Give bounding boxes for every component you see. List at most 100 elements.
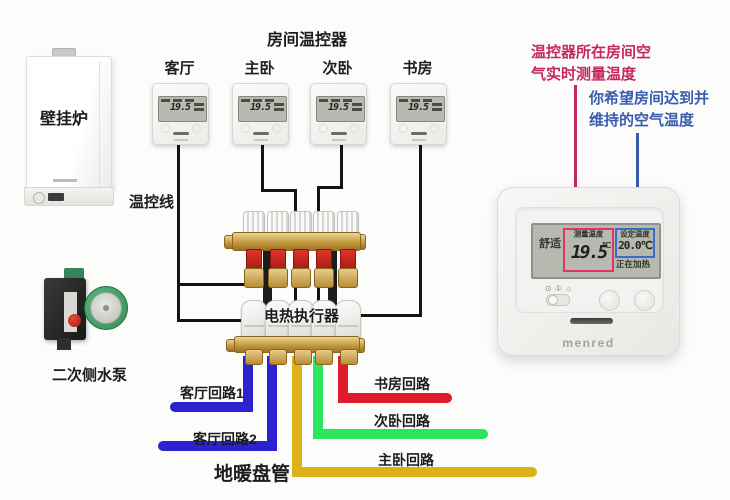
- mini-button-left: [399, 124, 408, 133]
- measured-temp-unit: ℃: [602, 241, 611, 250]
- panel-lcd: 舒适 测量温度 19.5 ℃ 设定温度 20.0℃ 正在加热: [531, 223, 661, 279]
- panel-button-left: [599, 290, 620, 311]
- manifold-nut: [338, 268, 358, 288]
- mini-button-left: [319, 124, 328, 133]
- panel-button-right: [634, 290, 655, 311]
- mini-lcd-temp: 19.5: [408, 102, 429, 113]
- mini-vent-slot: [411, 132, 427, 135]
- actuator-label: 电热执行器: [264, 308, 340, 325]
- mini-lcd-temp: 19.5: [250, 102, 271, 113]
- pipe-masterbedroom-loop-vertical: [292, 356, 302, 477]
- mini-lcd-side-segments: [194, 103, 205, 111]
- boiler-control-base: [24, 187, 114, 206]
- manifold-bracket-right: [328, 250, 337, 345]
- set-temp-label: 设定温度: [620, 230, 650, 239]
- measured-temp-value: 19.5: [570, 242, 608, 263]
- mini-vent-slot: [253, 132, 269, 135]
- wire-label: 温控线: [129, 194, 175, 211]
- boiler-display: [48, 193, 64, 201]
- manifold-nut: [269, 349, 287, 365]
- loop-label-secondbedroom: 次卧回路: [374, 413, 430, 429]
- pump-bottom-stub: [57, 338, 71, 350]
- pump-top-fitting: [64, 268, 84, 280]
- mini-button-right: [350, 124, 359, 133]
- wire-secondbedroom: [340, 142, 343, 189]
- wire-livingroom-branch: [177, 283, 266, 286]
- thermostat-label-study: 书房: [402, 60, 433, 77]
- measured-temp-box: 测量温度 19.5 ℃: [563, 228, 614, 272]
- mini-lcd-temp: 19.5: [170, 102, 191, 113]
- thermostat-label-secondbedroom: 次卧: [322, 60, 353, 77]
- manifold-nut: [314, 268, 334, 288]
- mini-lcd-screen: 19.5: [158, 96, 207, 122]
- mini-lcd-side-segments: [274, 103, 285, 111]
- mini-brand-mark: [174, 139, 188, 141]
- mini-lcd-segments: [319, 99, 362, 102]
- thermostat-secondbedroom: 19.5: [310, 83, 367, 145]
- wire-livingroom-to-actuator1: [177, 319, 249, 322]
- thermostat-label-livingroom: 客厅: [164, 60, 195, 77]
- mini-vent-slot: [173, 132, 189, 135]
- loop-label-livingroom-1: 客厅回路1: [180, 385, 244, 401]
- boiler-label: 壁挂炉: [40, 111, 89, 128]
- sun-icon: ☼: [564, 284, 576, 293]
- pump-faceplate-screw: [103, 305, 109, 311]
- mini-brand-mark: [332, 139, 346, 141]
- pump-red-knob: [68, 314, 81, 327]
- mini-button-right: [430, 124, 439, 133]
- mini-lcd-screen: 19.5: [316, 96, 365, 122]
- thermostat-masterbedroom: 19.5: [232, 83, 289, 145]
- pump-faceplate: [90, 292, 122, 324]
- pipe-masterbedroom-loop-horizontal: [292, 467, 537, 477]
- boiler-door-seam: [99, 61, 100, 187]
- manifold-nut: [268, 268, 288, 288]
- annotation-measured-temp: 温控器所在房间空 气实时测量温度: [531, 44, 652, 83]
- manifold-nut: [244, 268, 264, 288]
- set-temp-box: 设定温度 20.0℃: [615, 228, 655, 258]
- wire-study-to-actuator5: [350, 314, 422, 317]
- mini-lcd-segments: [161, 99, 204, 102]
- wire-secondbedroom-horizontal: [317, 186, 343, 189]
- mode-icons: ⊙①☼: [545, 284, 575, 293]
- mini-button-right: [192, 124, 201, 133]
- pump-label: 二次侧水泵: [52, 367, 128, 384]
- mini-vent-slot: [331, 132, 347, 135]
- mini-button-left: [241, 124, 250, 133]
- manifold-nut: [294, 349, 312, 365]
- boiler-dial: [33, 192, 45, 204]
- panel-vent-slot: [570, 318, 613, 324]
- electric-actuator: [241, 300, 267, 340]
- annotation-line-set: [636, 133, 639, 228]
- mini-lcd-side-segments: [432, 103, 443, 111]
- mini-lcd-side-segments: [352, 103, 363, 111]
- annotation-line-measured: [574, 85, 577, 228]
- thermostat-livingroom: 19.5: [152, 83, 209, 145]
- mode-slider-knob: [548, 295, 558, 305]
- mini-lcd-segments: [399, 99, 442, 102]
- pipe-livingroom-loop2-vertical: [267, 356, 277, 451]
- wire-masterbedroom: [261, 142, 264, 192]
- set-temp-value: 20.0℃: [618, 239, 653, 252]
- comfort-mode-label: 舒适: [539, 238, 561, 250]
- diagram-title: 房间温控器: [267, 32, 348, 49]
- mini-lcd-screen: 19.5: [238, 96, 287, 122]
- wire-masterbedroom-horizontal: [261, 189, 297, 192]
- pipe-secondbedroom-loop-vertical: [313, 356, 323, 439]
- power-icon: ⊙: [545, 284, 555, 293]
- mini-lcd-segments: [241, 99, 284, 102]
- pump-motor-body: [44, 278, 86, 340]
- pipe-study-loop-vertical: [338, 356, 348, 403]
- manifold-bracket-left: [263, 250, 272, 345]
- thermostat-label-masterbedroom: 主卧: [244, 60, 275, 77]
- manifold-nut: [340, 349, 358, 365]
- electric-actuator: [335, 300, 361, 340]
- thermostat-study: 19.5: [390, 83, 447, 145]
- measured-temp-label: 测量温度: [573, 230, 604, 239]
- pipe-secondbedroom-loop-horizontal: [313, 429, 488, 439]
- pipe-study-loop-horizontal: [338, 393, 452, 403]
- manifold-nut: [315, 349, 333, 365]
- heating-status-label: 正在加热: [616, 259, 651, 269]
- mini-brand-mark: [254, 139, 268, 141]
- mini-lcd-screen: 19.5: [396, 96, 445, 122]
